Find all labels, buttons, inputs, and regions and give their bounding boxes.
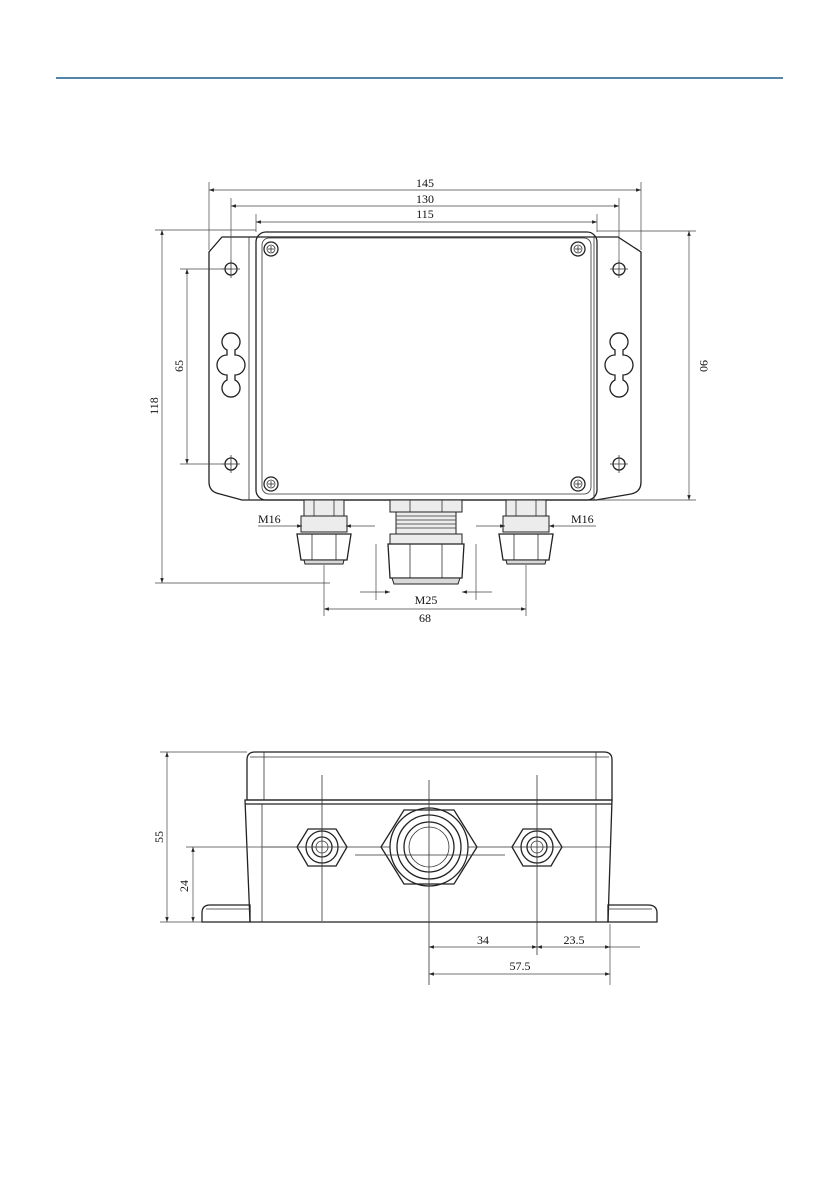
dim-front-height-overall: 55: [152, 831, 166, 843]
top-view: 145 130 115 118 65 90 M16 M16: [147, 176, 711, 625]
dim-width-overall: 145: [416, 176, 434, 190]
front-view: 55 24 34 23.5 57.5: [152, 752, 657, 985]
lid-screw-icon: [571, 477, 585, 491]
dim-front-offset-a: 34: [477, 933, 489, 947]
front-lid: [247, 752, 612, 800]
front-flange-left: [202, 905, 250, 922]
dim-gland-small-left: M16: [258, 512, 281, 526]
gland-m25-center: [388, 500, 464, 584]
dim-height-overall: 118: [147, 397, 161, 415]
dim-front-height-gland: 24: [177, 880, 191, 892]
lid-screw-icon: [264, 477, 278, 491]
dim-height-holes: 65: [172, 360, 186, 372]
front-body: [245, 800, 612, 922]
dim-width-holes: 130: [416, 192, 434, 206]
dim-gland-large: M25: [415, 593, 438, 607]
dim-gland-small-right: M16: [571, 512, 594, 526]
enclosure-lid: [262, 238, 591, 494]
lid-screw-icon: [264, 242, 278, 256]
front-flange-right: [608, 905, 657, 922]
dim-width-body: 115: [416, 207, 434, 221]
keyhole-slot-icon: [605, 333, 633, 397]
gland-m16-left: [297, 500, 351, 564]
lid-screw-icon: [571, 242, 585, 256]
dim-front-offset-b: 23.5: [564, 933, 585, 947]
mounting-flange: [209, 237, 641, 500]
keyhole-slot-icon: [217, 333, 245, 397]
gland-m16-right: [499, 500, 553, 564]
dim-height-body: 90: [697, 360, 711, 372]
enclosure-body: [256, 232, 597, 500]
dim-gland-spacing: 68: [419, 611, 431, 625]
dim-front-offset-total: 57.5: [510, 959, 531, 973]
